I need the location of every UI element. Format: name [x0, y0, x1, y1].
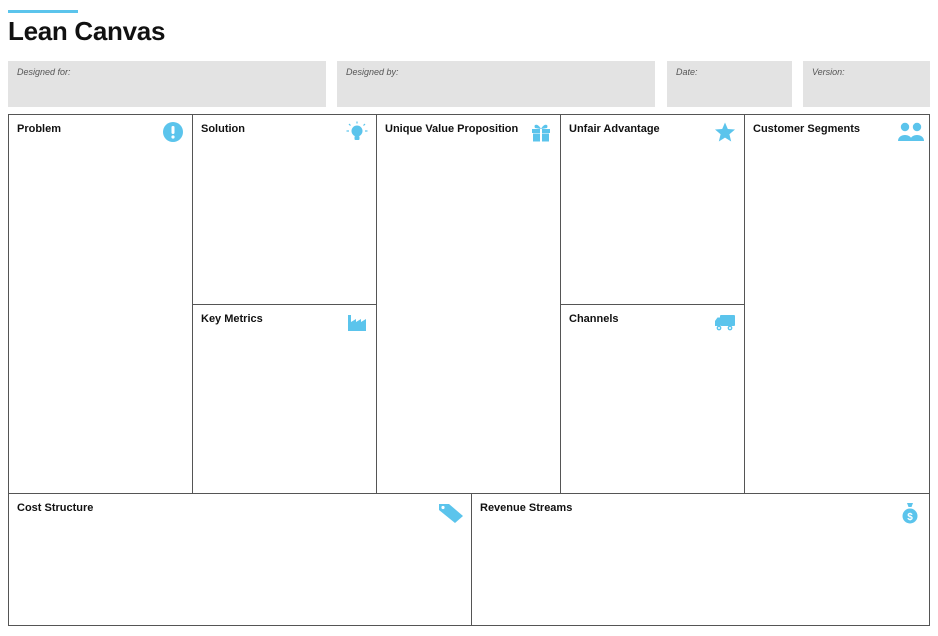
users-icon — [897, 121, 925, 143]
money-bag-icon: $ — [899, 502, 921, 524]
customer-segments-section[interactable]: Customer Segments — [745, 115, 929, 494]
title-accent-bar — [8, 10, 78, 13]
problem-section[interactable]: Problem — [9, 115, 193, 494]
channels-section[interactable]: Channels — [561, 305, 745, 494]
exclamation-icon — [162, 121, 184, 143]
designed-by-label: Designed by: — [346, 67, 399, 77]
date-label: Date: — [676, 67, 698, 77]
problem-title: Problem — [17, 123, 62, 135]
designed-for-field[interactable]: Designed for: — [8, 61, 326, 107]
solution-section[interactable]: Solution — [193, 115, 377, 305]
lean-canvas-board: Problem Solution Key Metrics Unique Valu… — [8, 114, 930, 626]
key-metrics-title: Key Metrics — [201, 313, 263, 325]
lightbulb-icon — [346, 121, 368, 143]
channels-title: Channels — [569, 313, 619, 325]
unique-value-proposition-section[interactable]: Unique Value Proposition — [377, 115, 561, 494]
factory-icon — [346, 311, 368, 333]
solution-title: Solution — [201, 123, 245, 135]
version-field[interactable]: Version: — [803, 61, 930, 107]
revenue-streams-section[interactable]: Revenue Streams $ — [472, 494, 929, 625]
revenue-streams-title: Revenue Streams — [480, 502, 573, 514]
truck-icon — [714, 311, 736, 333]
gift-icon — [530, 121, 552, 143]
cost-structure-section[interactable]: Cost Structure — [9, 494, 472, 625]
cost-structure-title: Cost Structure — [17, 502, 94, 514]
page-title: Lean Canvas — [8, 16, 166, 46]
version-label: Version: — [812, 67, 845, 77]
svg-text:$: $ — [907, 512, 913, 523]
date-field[interactable]: Date: — [667, 61, 792, 107]
designed-by-field[interactable]: Designed by: — [337, 61, 655, 107]
designed-for-label: Designed for: — [17, 67, 71, 77]
key-metrics-section[interactable]: Key Metrics — [193, 305, 377, 494]
unique-value-proposition-title: Unique Value Proposition — [385, 123, 519, 135]
unfair-advantage-section[interactable]: Unfair Advantage — [561, 115, 745, 305]
unfair-advantage-title: Unfair Advantage — [569, 123, 660, 135]
star-icon — [714, 121, 736, 143]
customer-segments-title: Customer Segments — [753, 123, 860, 135]
tags-icon — [437, 502, 465, 524]
